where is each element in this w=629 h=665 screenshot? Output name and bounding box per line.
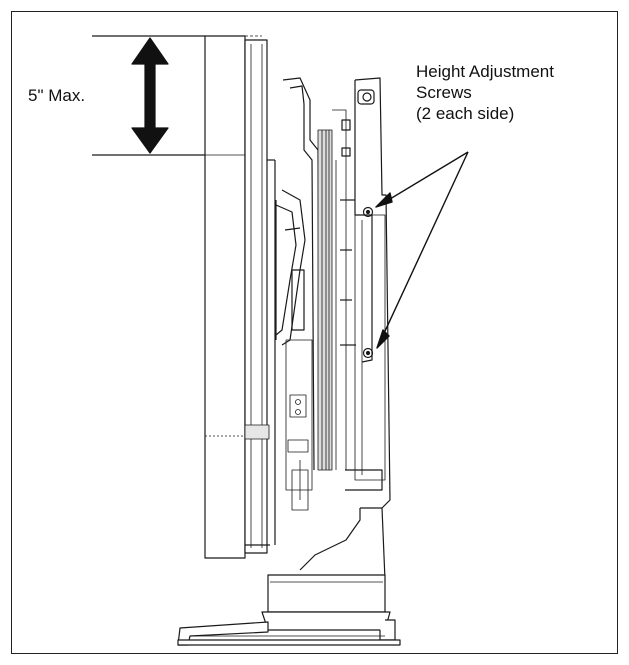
display-panel [204, 35, 276, 559]
mounting-bracket [275, 77, 321, 471]
max-height-label: 5" Max. [28, 86, 86, 105]
stand-base [177, 574, 401, 646]
screw-leader-lines [375, 151, 469, 349]
height-adjustment-screws-label: Height Adjustment Screws (2 each side) [416, 61, 554, 124]
internal-board [285, 109, 347, 511]
screws-label-line-2: Screws [416, 83, 472, 102]
stand-neck [299, 507, 386, 586]
screws-label-line-3: (2 each side) [416, 104, 515, 123]
rear-bracket-plate [340, 77, 391, 509]
height-double-arrow [131, 37, 169, 154]
diagram-frame [11, 11, 618, 654]
screws-label-line-1: Height Adjustment [416, 62, 554, 81]
